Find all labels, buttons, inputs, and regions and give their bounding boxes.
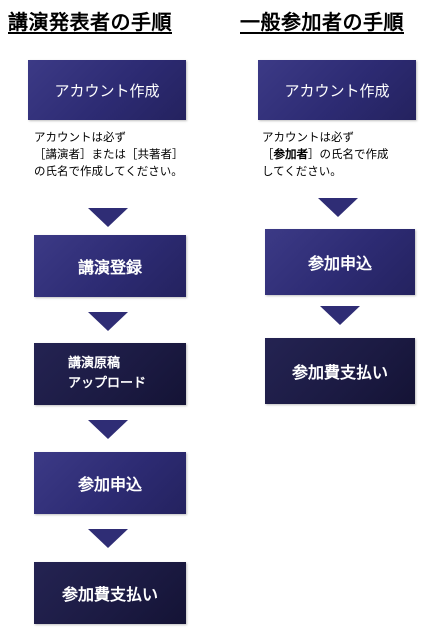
participant-note-line-2: ［参加者］の氏名で作成 [262,146,389,163]
presenter-account-note: アカウントは必ず ［講演者］または［共著者］ の氏名で作成してください。 [34,129,184,180]
presenter-step-upload-line-1: 講演原稿 [68,356,121,371]
presenter-step-register-talk-label: 講演登録 [77,258,142,277]
participant-note-line-1: アカウントは必ず [262,130,354,144]
presenter-arrow-2 [88,312,128,331]
presenter-step-pay-fee: 参加費支払い [34,562,186,624]
participant-arrow-2 [320,306,360,325]
presenter-note-line-1: アカウントは必ず [34,130,126,144]
participant-note-role: 参加者 [273,147,309,161]
presenter-step-register-talk: 講演登録 [34,235,186,297]
participant-step-apply-participation: 参加申込 [265,229,415,295]
presenter-arrow-4 [88,529,128,548]
participant-step-create-account-label: アカウント作成 [284,81,390,100]
presenter-step-upload-manuscript: 講演原稿 アップロード [34,343,186,405]
presenter-note-line-3: の氏名で作成してください。 [34,164,183,178]
presenter-step-create-account-label: アカウント作成 [54,81,160,100]
participant-note-line-2-rest: ］の氏名で作成 [308,147,389,161]
participant-step-apply-participation-label: 参加申込 [307,254,372,273]
presenter-step-create-account: アカウント作成 [28,60,186,120]
participant-step-pay-fee: 参加費支払い [265,338,415,404]
presenter-step-upload-line-2: アップロード [68,376,147,391]
participant-step-pay-fee-label: 参加費支払い [291,363,388,382]
presenter-procedure-heading: 講演発表者の手順 [8,10,172,34]
presenter-arrow-3 [88,420,128,439]
presenter-arrow-1 [88,208,128,227]
presenter-step-apply-participation: 参加申込 [34,452,186,514]
participant-note-line-3: してください。 [262,164,342,178]
participant-note-bracket-open: ［ [262,147,274,161]
participant-arrow-1 [318,198,358,217]
presenter-note-line-2: ［講演者］または［共著者］ [34,147,184,161]
presenter-step-pay-fee-label: 参加費支払い [61,585,158,604]
participant-step-create-account: アカウント作成 [258,60,416,120]
presenter-step-apply-participation-label: 参加申込 [77,475,142,494]
participant-procedure-heading: 一般参加者の手順 [240,10,404,34]
participant-account-note: アカウントは必ず ［参加者］の氏名で作成 してください。 [262,129,389,180]
